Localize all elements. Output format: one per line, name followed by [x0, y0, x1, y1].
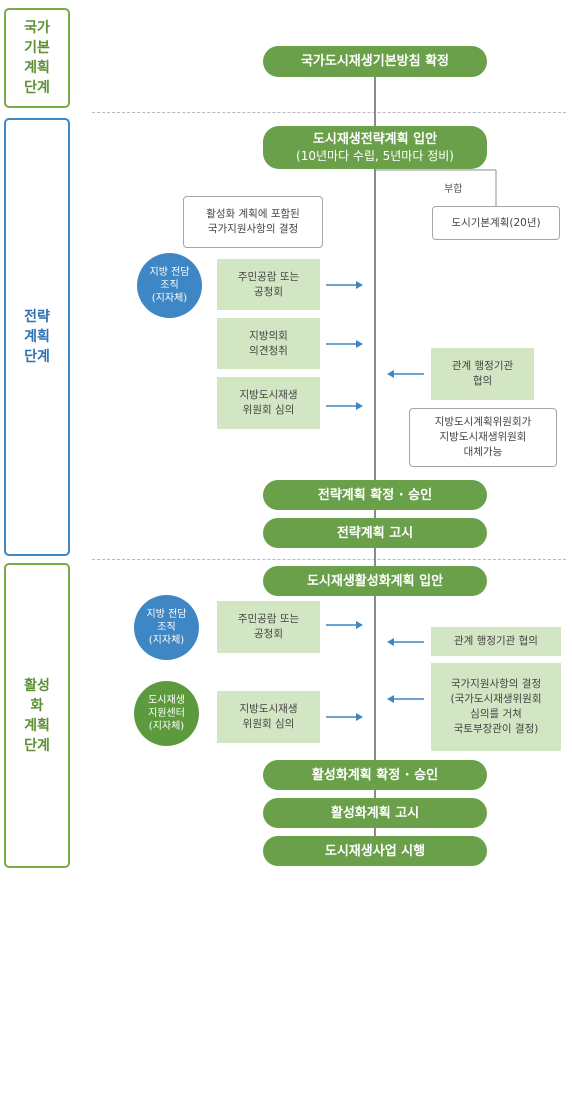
org-circle-activation: 지방 전담 조직 (지자체) [134, 595, 199, 660]
step-strategic-committee-review: 지방도시재생 위원회 심의 [217, 377, 320, 429]
org-circle-strategic: 지방 전담 조직 (지자체) [137, 253, 202, 318]
pill-activation-start-label: 도시재생활성화계획 입안 [306, 573, 444, 589]
flow-line [374, 62, 376, 852]
phase-activation: 활성화 계획 단계 [4, 563, 70, 868]
arrow-activation-agency [387, 638, 424, 646]
note-box-national-support: 활성화 계획에 포함된 국가지원사항의 결정 [183, 196, 323, 248]
pill-strategy-start-title: 도시재생전략계획 입안 [312, 131, 438, 147]
step-activation-public-hearing: 주민공람 또는 공청회 [217, 601, 320, 653]
pill-strategy-confirm: 전략계획 확정 · 승인 [263, 480, 487, 510]
conform-line [376, 169, 497, 206]
pill-activation-notice: 활성화계획 고시 [263, 798, 487, 828]
pill-project-execution-label: 도시재생사업 시행 [324, 843, 426, 859]
phase-activation-label: 활성화 계획 단계 [24, 677, 50, 754]
pill-project-execution: 도시재생사업 시행 [263, 836, 487, 866]
pill-national-policy-confirm-label: 국가도시재생기본방침 확정 [300, 54, 450, 69]
arrow-strategic-3 [326, 402, 363, 410]
pill-national-policy-confirm: 국가도시재생기본방침 확정 [263, 46, 487, 77]
separator-national-strategic [92, 112, 566, 113]
arrow-strategic-1 [326, 281, 363, 289]
step-strategic-public-hearing: 주민공람 또는 공청회 [217, 259, 320, 310]
conform-connector [374, 169, 375, 170]
step-activation-committee-review: 지방도시재생 위원회 심의 [217, 691, 320, 743]
pill-strategy-notice: 전략계획 고시 [263, 518, 487, 548]
pill-activation-confirm-label: 활성화계획 확정 · 승인 [311, 767, 439, 783]
conform-label: 부합 [444, 184, 463, 195]
support-center-circle: 도시재생 지원센터 (지자체) [134, 681, 199, 746]
arrow-activation-1 [326, 621, 363, 629]
step-strategic-council-opinion: 지방의회 의견청취 [217, 318, 320, 369]
arrow-activation-national-support [387, 695, 424, 703]
pill-activation-notice-label: 활성화계획 고시 [330, 805, 420, 821]
pill-activation-confirm: 활성화계획 확정 · 승인 [263, 760, 487, 790]
arrow-strategic-2 [326, 340, 363, 348]
agency-box-activation: 관계 행정기관 협의 [431, 627, 561, 656]
committee-substitute-box: 지방도시계획위원회가 지방도시재생위원회 대체가능 [409, 408, 557, 467]
separator-strategic-activation [92, 559, 566, 560]
arrow-activation-2 [326, 713, 363, 721]
pill-strategy-notice-label: 전략계획 고시 [336, 525, 414, 541]
pill-activation-start: 도시재생활성화계획 입안 [263, 566, 487, 596]
national-support-box: 국가지원사항의 결정 (국가도시재생위원회 심의를 거쳐 국토부장관이 결정) [431, 663, 561, 751]
basic-plan-box: 도시기본계획(20년) [432, 206, 560, 240]
phase-strategic-label: 전략 계획 단계 [24, 309, 50, 365]
phase-national: 국가 기본 계획 단계 [4, 8, 70, 108]
pill-strategy-start: 도시재생전략계획 입안 (10년마다 수립, 5년마다 정비) [263, 126, 487, 169]
phase-national-label: 국가 기본 계획 단계 [24, 20, 50, 96]
arrow-strategic-agency [387, 370, 424, 378]
pill-strategy-start-sub: (10년마다 수립, 5년마다 정비) [296, 148, 454, 163]
phase-strategic: 전략 계획 단계 [4, 118, 70, 556]
pill-strategy-confirm-label: 전략계획 확정 · 승인 [317, 487, 433, 503]
agency-box-strategic: 관계 행정기관 협의 [431, 348, 534, 400]
